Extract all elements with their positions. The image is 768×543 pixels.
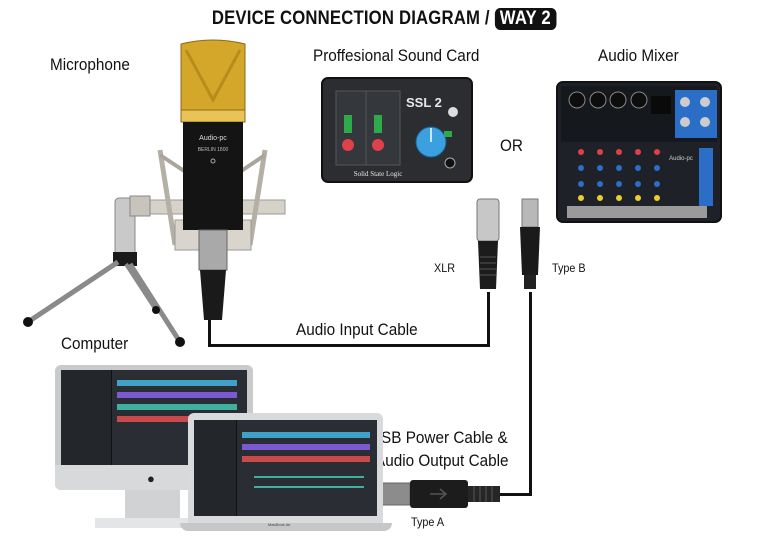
type-a-label: Type A: [411, 515, 445, 529]
keyboard-icon: [95, 518, 190, 528]
sound-card-model-text: SSL 2: [406, 95, 442, 110]
usb-cable-wire-horizontal: [500, 493, 532, 496]
apple-logo-icon: ●: [147, 471, 155, 486]
type-b-label: Type B: [552, 261, 586, 275]
mic-brand-text: Audio-pc: [199, 135, 227, 142]
usb-cable-label-line2: Audio Output Cable: [375, 451, 509, 470]
audio-input-cable-label: Audio Input Cable: [296, 320, 418, 339]
title-text: DEVICE CONNECTION DIAGRAM /: [211, 8, 490, 29]
usb-cable-wire-vertical: [529, 292, 532, 496]
audio-cable-wire-left: [208, 318, 211, 347]
mixer-label: Audio Mixer: [598, 46, 679, 65]
xlr-connector-icon: [476, 198, 500, 289]
mixer-channel-knobs: [578, 149, 660, 201]
sound-card-brand-text: Solid State Logic: [354, 170, 403, 178]
mic-body-icon: Audio-pc BERLIN 1800: [180, 39, 246, 320]
computer-label: Computer: [61, 334, 129, 353]
mixer-illustration: Audio-pc: [556, 81, 722, 223]
mixer-brand-text: Audio-pc: [669, 156, 693, 162]
macbook-base: MacBook Air: [180, 522, 392, 531]
macbook-caption: MacBook Air: [268, 522, 291, 527]
sound-card-illustration: SSL 2 Solid State Logic: [321, 77, 473, 183]
or-label: OR: [500, 136, 523, 155]
audio-cable-wire-bottom: [208, 344, 490, 347]
tripod-icon: [23, 197, 185, 347]
microphone-illustration: Audio-pc BERLIN 1800: [23, 39, 286, 347]
macbook-screen: [194, 420, 377, 516]
usb-type-b-connector-icon: [520, 198, 540, 289]
diagram-title: DEVICE CONNECTION DIAGRAM / WAY 2: [46, 8, 722, 30]
way-badge: WAY 2: [494, 8, 557, 30]
usb-type-a-connector-icon: [381, 480, 500, 508]
sound-card-label: Proffesional Sound Card: [313, 46, 480, 65]
usb-cable-label-line1: USB Power Cable &: [370, 428, 508, 447]
mic-model-text: BERLIN 1800: [198, 147, 229, 153]
xlr-label: XLR: [434, 261, 456, 275]
macbook-illustration: [188, 413, 383, 523]
microphone-label: Microphone: [50, 55, 130, 74]
imac-stand: [125, 490, 180, 518]
audio-cable-wire-right: [487, 292, 490, 347]
